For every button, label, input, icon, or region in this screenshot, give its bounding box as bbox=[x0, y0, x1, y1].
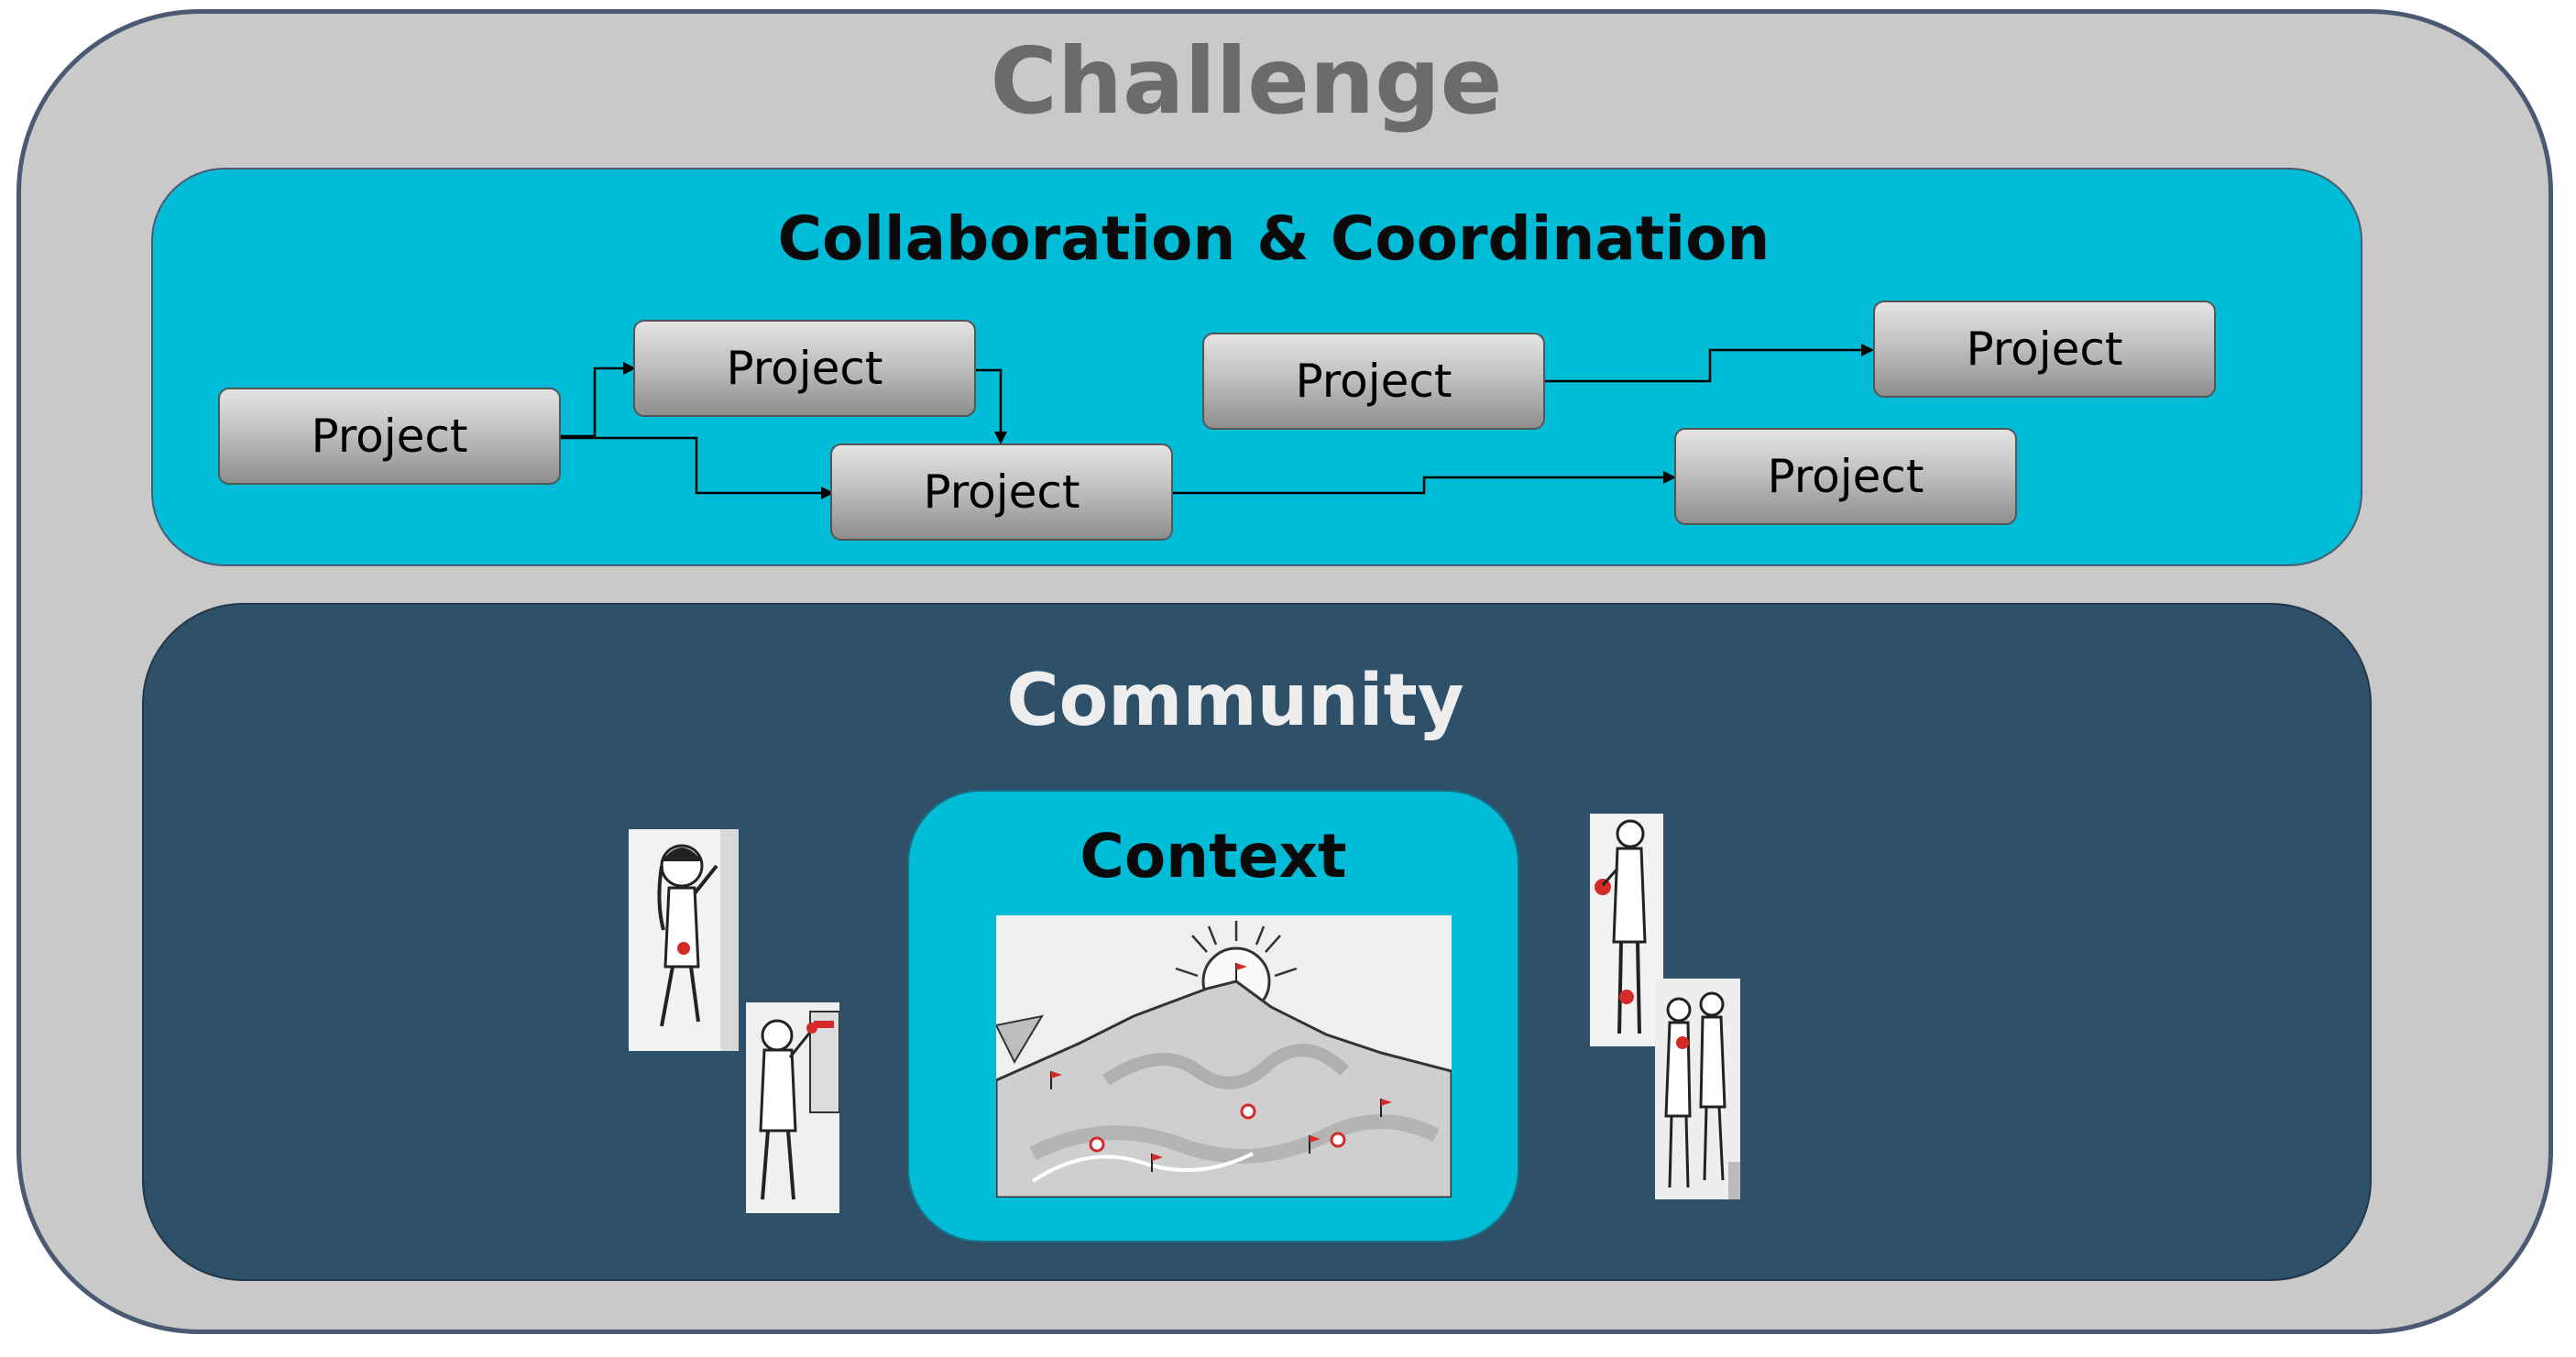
project-box-6[interactable]: Project bbox=[1674, 428, 2017, 525]
person-at-board-illustration bbox=[746, 1002, 839, 1213]
project-box-1[interactable]: Project bbox=[218, 388, 561, 485]
arrow-p3-to-p6 bbox=[1173, 471, 1676, 495]
group-standing-illustration bbox=[1655, 979, 1740, 1199]
collaboration-title: Collaboration & Coordination bbox=[777, 203, 1770, 274]
project-box-5[interactable]: Project bbox=[1873, 301, 2216, 398]
arrow-p1-to-p3 bbox=[561, 436, 834, 499]
person-waving-illustration bbox=[629, 829, 739, 1051]
project-box-2[interactable]: Project bbox=[633, 320, 976, 417]
project-box-3[interactable]: Project bbox=[830, 443, 1173, 541]
challenge-title: Challenge bbox=[990, 27, 1503, 135]
mountain-landscape-illustration bbox=[996, 915, 1452, 1198]
project-box-4[interactable]: Project bbox=[1202, 333, 1545, 430]
arrow-p1-to-p2 bbox=[561, 362, 636, 438]
arrow-p4-to-p5 bbox=[1545, 344, 1874, 383]
people-holding-pieces-illustration bbox=[1590, 814, 1663, 1046]
community-title: Community bbox=[1006, 660, 1464, 742]
context-title: Context bbox=[1080, 821, 1347, 892]
arrow-p2-to-p3 bbox=[976, 368, 1007, 444]
